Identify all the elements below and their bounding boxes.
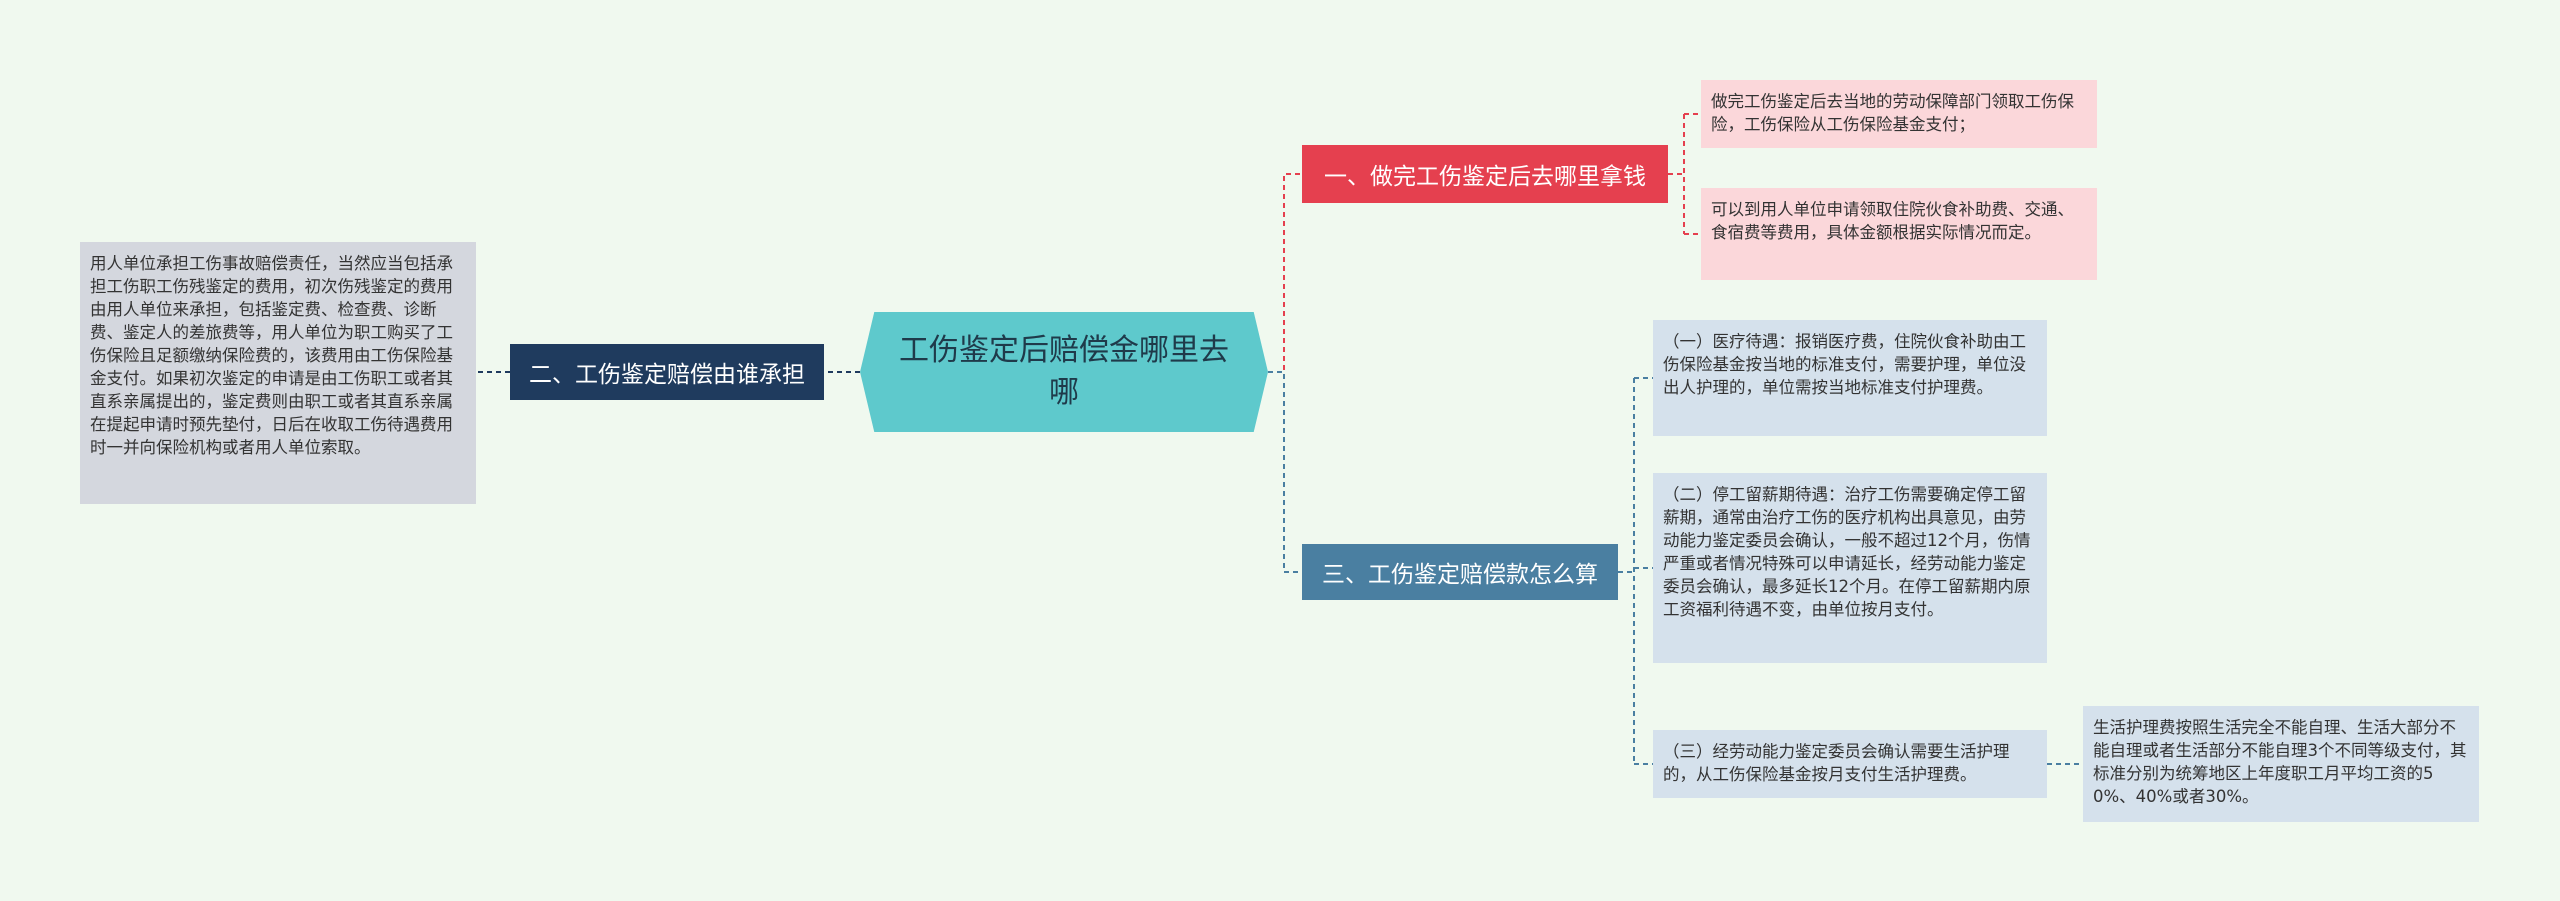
- leaf-topic-1b[interactable]: 可以到用人单位申请领取住院伙食补助费、交通、食宿费等费用，具体金额根据实际情况而…: [1701, 188, 2097, 280]
- connector-branch3-leaves: [1618, 377, 1653, 765]
- leaf-1b-text: 可以到用人单位申请领取住院伙食补助费、交通、食宿费等费用，具体金额根据实际情况而…: [1711, 200, 2074, 242]
- branch-topic-2[interactable]: 二、工伤鉴定赔偿由谁承担: [510, 344, 824, 400]
- branch-3-label: 三、工伤鉴定赔偿款怎么算: [1322, 562, 1598, 588]
- subleaf-3c-text: 生活护理费按照生活完全不能自理、生活大部分不能自理或者生活部分不能自理3个不同等…: [2093, 718, 2467, 806]
- leaf-topic-3b[interactable]: （二）停工留薪期待遇：治疗工伤需要确定停工留薪期，通常由治疗工伤的医疗机构出具意…: [1653, 473, 2047, 663]
- leaf-3c-text: （三）经劳动能力鉴定委员会确认需要生活护理的，从工伤保险基金按月支付生活护理费。: [1663, 742, 2010, 784]
- subleaf-topic-3c[interactable]: 生活护理费按照生活完全不能自理、生活大部分不能自理或者生活部分不能自理3个不同等…: [2083, 706, 2479, 822]
- leaf-2a-text: 用人单位承担工伤事故赔偿责任，当然应当包括承担工伤职工伤残鉴定的费用，初次伤残鉴…: [90, 254, 453, 457]
- leaf-topic-2a[interactable]: 用人单位承担工伤事故赔偿责任，当然应当包括承担工伤职工伤残鉴定的费用，初次伤残鉴…: [80, 242, 476, 504]
- leaf-topic-3c[interactable]: （三）经劳动能力鉴定委员会确认需要生活护理的，从工伤保险基金按月支付生活护理费。: [1653, 730, 2047, 798]
- leaf-topic-1a[interactable]: 做完工伤鉴定后去当地的劳动保障部门领取工伤保险，工伤保险从工伤保险基金支付；: [1701, 80, 2097, 148]
- branch-topic-3[interactable]: 三、工伤鉴定赔偿款怎么算: [1302, 544, 1618, 600]
- branch-1-label: 一、做完工伤鉴定后去哪里拿钱: [1324, 164, 1646, 190]
- connector-root-branch3: [1268, 371, 1302, 573]
- connector-root-branch1: [1268, 173, 1302, 373]
- branch-topic-1[interactable]: 一、做完工伤鉴定后去哪里拿钱: [1302, 145, 1668, 203]
- connector-branch1-leaves: [1668, 113, 1701, 235]
- root-topic[interactable]: 工伤鉴定后赔偿金哪里去哪: [860, 312, 1268, 432]
- branch-2-label: 二、工伤鉴定赔偿由谁承担: [529, 362, 805, 388]
- leaf-3a-text: （一）医疗待遇：报销医疗费，住院伙食补助由工伤保险基金按当地的标准支付，需要护理…: [1663, 332, 2026, 397]
- leaf-topic-3a[interactable]: （一）医疗待遇：报销医疗费，住院伙食补助由工伤保险基金按当地的标准支付，需要护理…: [1653, 320, 2047, 436]
- leaf-1a-text: 做完工伤鉴定后去当地的劳动保障部门领取工伤保险，工伤保险从工伤保险基金支付；: [1711, 92, 2074, 134]
- root-topic-label: 工伤鉴定后赔偿金哪里去哪: [899, 333, 1229, 410]
- leaf-3b-text: （二）停工留薪期待遇：治疗工伤需要确定停工留薪期，通常由治疗工伤的医疗机构出具意…: [1663, 485, 2031, 619]
